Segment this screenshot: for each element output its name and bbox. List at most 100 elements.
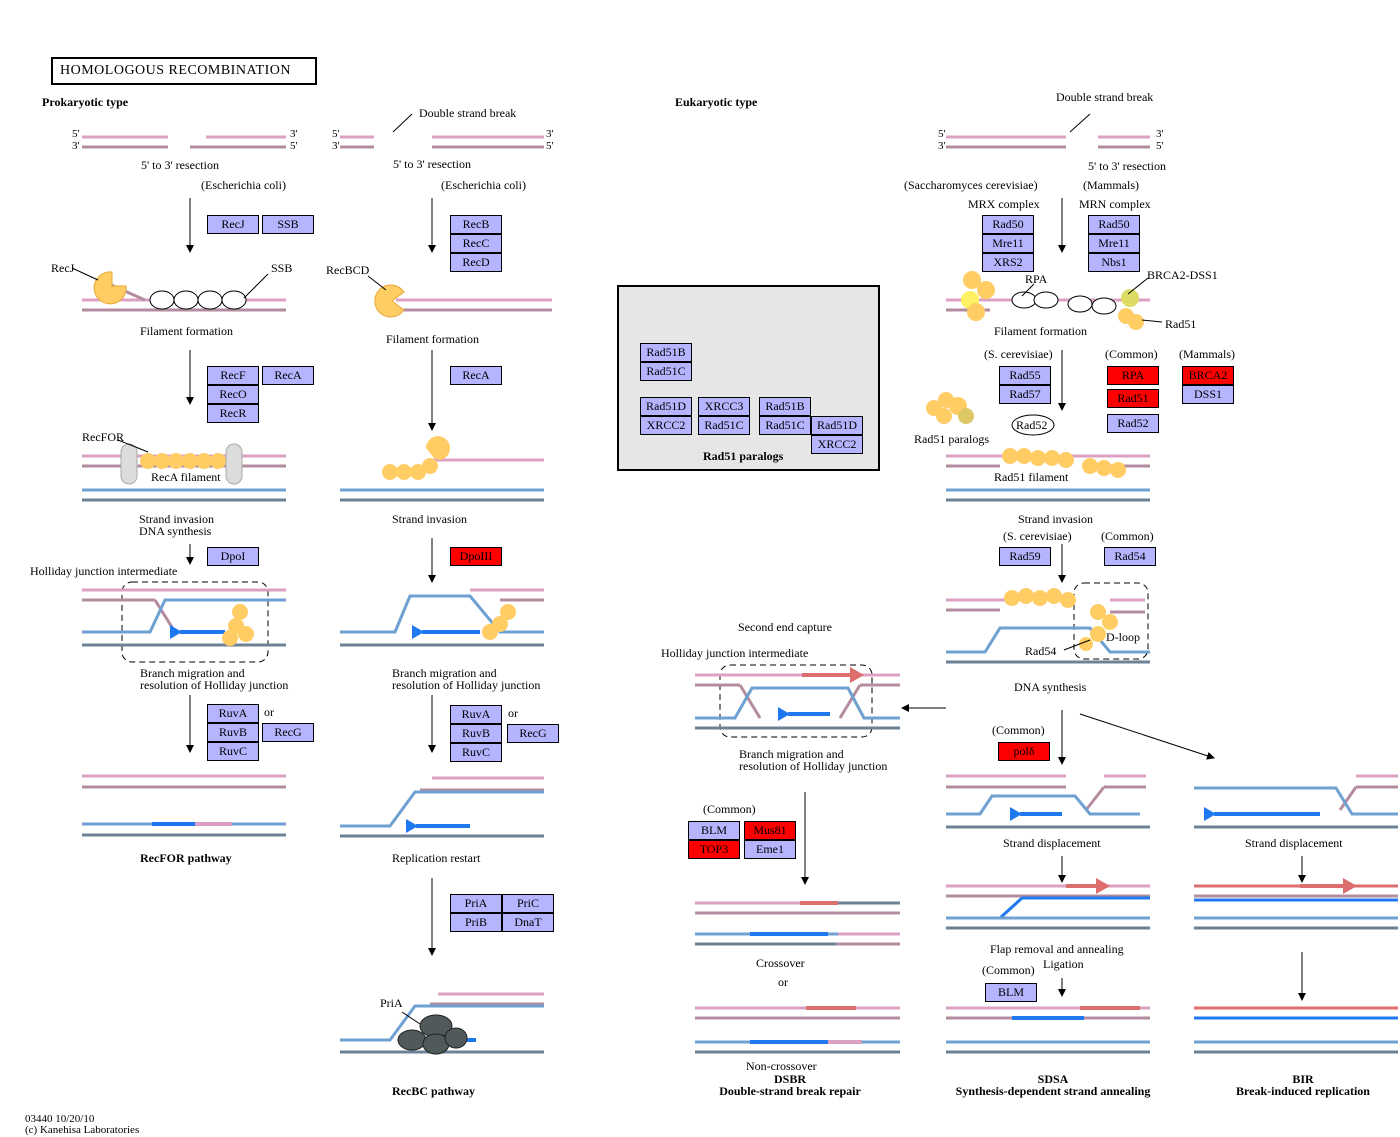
pathway-name: Break-induced replication: [1236, 1084, 1370, 1098]
gene-xrs2[interactable]: XRS2: [982, 253, 1034, 272]
step-label: Filament formation: [386, 332, 479, 346]
end-label: 3': [290, 128, 298, 140]
gene-blm[interactable]: BLM: [688, 821, 740, 840]
gene-rad54[interactable]: Rad54: [1104, 547, 1156, 566]
gene-reca[interactable]: RecA: [450, 366, 502, 385]
gene-ruvb[interactable]: RuvB: [207, 723, 259, 742]
gene-dpoi[interactable]: DpoI: [207, 547, 259, 566]
step-label: resolution of Holliday junction: [140, 678, 289, 692]
double-strand-break-label: Double strand break: [1056, 90, 1154, 104]
recbcd-dna: [367, 275, 552, 318]
gene-xrcc2[interactable]: XRCC2: [640, 416, 692, 435]
protein-label: Rad51: [1165, 317, 1197, 331]
gene-mre11[interactable]: Mre11: [982, 234, 1034, 253]
complex-label: MRN complex: [1079, 197, 1151, 211]
gene-rad59[interactable]: Rad59: [999, 547, 1051, 566]
gene-ssb[interactable]: SSB: [262, 215, 314, 234]
gene-dpoiii[interactable]: DpoIII: [450, 547, 502, 566]
step-label: Non-crossover: [746, 1059, 817, 1073]
step-label: Filament formation: [140, 324, 233, 338]
gene-rad51c[interactable]: Rad51C: [698, 416, 750, 435]
organism-label: (Common): [1101, 529, 1154, 543]
gene-pol-delta[interactable]: polδ: [998, 742, 1050, 761]
gene-recg[interactable]: RecG: [507, 724, 559, 743]
step-label: Strand invasion: [392, 512, 467, 526]
gene-recg[interactable]: RecG: [262, 723, 314, 742]
gene-recr[interactable]: RecR: [207, 404, 259, 423]
gene-mus81[interactable]: Mus81: [744, 821, 796, 840]
gene-blm[interactable]: BLM: [985, 983, 1037, 1002]
gene-rpa[interactable]: RPA: [1107, 366, 1159, 385]
end-label: 3': [72, 140, 80, 152]
footer-id: 03440 10/20/10: [25, 1113, 95, 1125]
noncrossover-product-dna: [695, 1006, 900, 1054]
gene-recj[interactable]: RecJ: [207, 215, 259, 234]
gene-eme1[interactable]: Eme1: [744, 840, 796, 859]
organism-label: (Escherichia coli): [441, 178, 526, 192]
gene-dnat[interactable]: DnaT: [502, 913, 554, 932]
gene-ruva[interactable]: RuvA: [450, 705, 502, 724]
gene-recc[interactable]: RecC: [450, 234, 502, 253]
gene-reco[interactable]: RecO: [207, 385, 259, 404]
gene-rad52[interactable]: Rad52: [1107, 414, 1159, 433]
gene-rad51b[interactable]: Rad51B: [759, 397, 811, 416]
gene-top3[interactable]: TOP3: [688, 840, 740, 859]
protein-label: RecJ: [51, 261, 75, 275]
step-label: Strand displacement: [1003, 836, 1101, 850]
gene-rad50[interactable]: Rad50: [1088, 215, 1140, 234]
step-label: Holliday junction intermediate: [30, 564, 178, 578]
pathway-name: SDSA: [1037, 1072, 1069, 1086]
organism-label: (Common): [982, 963, 1035, 977]
resection-label: 5' to 3' resection: [141, 158, 219, 172]
gene-ruva[interactable]: RuvA: [207, 704, 259, 723]
gene-dss1[interactable]: DSS1: [1182, 385, 1234, 404]
or-label: or: [778, 975, 788, 989]
gene-pria[interactable]: PriA: [450, 894, 502, 913]
protein-label: RecA filament: [151, 470, 221, 484]
dsb-dna-recbc: [340, 113, 544, 149]
gene-brca2[interactable]: BRCA2: [1182, 366, 1234, 385]
or-label: or: [264, 705, 274, 719]
gene-rad51c[interactable]: Rad51C: [759, 416, 811, 435]
gene-xrcc2[interactable]: XRCC2: [811, 435, 863, 454]
paralogs-box-title: Rad51 paralogs: [703, 449, 784, 463]
gene-recd[interactable]: RecD: [450, 253, 502, 272]
gene-rad51d[interactable]: Rad51D: [811, 416, 863, 435]
gene-ruvc[interactable]: RuvC: [207, 742, 259, 761]
organism-label: (Escherichia coli): [201, 178, 286, 192]
gene-recf[interactable]: RecF: [207, 366, 259, 385]
gene-recb[interactable]: RecB: [450, 215, 502, 234]
sdsa-displacement-dna: [946, 774, 1150, 829]
organism-label: (Mammals): [1179, 347, 1235, 361]
gene-mre11[interactable]: Mre11: [1088, 234, 1140, 253]
organism-label: (Saccharomyces cerevisiae): [904, 178, 1038, 192]
gene-pric[interactable]: PriC: [502, 894, 554, 913]
gene-rad50[interactable]: Rad50: [982, 215, 1034, 234]
end-label: 5': [1156, 140, 1164, 152]
step-label: Second end capture: [738, 620, 832, 634]
gene-rad51c[interactable]: Rad51C: [640, 362, 692, 381]
gene-rad57[interactable]: Rad57: [999, 385, 1051, 404]
gene-reca[interactable]: RecA: [262, 366, 314, 385]
gene-prib[interactable]: PriB: [450, 913, 502, 932]
gene-rad51b[interactable]: Rad51B: [640, 343, 692, 362]
end-label: 3': [1156, 128, 1164, 140]
pathway-name: Synthesis-dependent strand annealing: [955, 1084, 1151, 1098]
end-label: 5': [332, 128, 340, 140]
gene-nbs1[interactable]: Nbs1: [1088, 253, 1140, 272]
step-label: Strand displacement: [1245, 836, 1343, 850]
gene-ruvc[interactable]: RuvC: [450, 743, 502, 762]
gene-rad51[interactable]: Rad51: [1107, 389, 1159, 408]
gene-rad51d[interactable]: Rad51D: [640, 397, 692, 416]
step-label: Branch migration and: [739, 747, 844, 761]
step-label: DNA synthesis: [139, 524, 212, 538]
sdsa-annealing-dna: [946, 878, 1150, 930]
gene-xrcc3[interactable]: XRCC3: [698, 397, 750, 416]
recfor-product-dna: [82, 774, 286, 837]
step-label: Filament formation: [994, 324, 1087, 338]
organism-label: (Common): [992, 723, 1045, 737]
gene-rad55[interactable]: Rad55: [999, 366, 1051, 385]
gene-ruvb[interactable]: RuvB: [450, 724, 502, 743]
protein-label: SSB: [271, 261, 293, 275]
